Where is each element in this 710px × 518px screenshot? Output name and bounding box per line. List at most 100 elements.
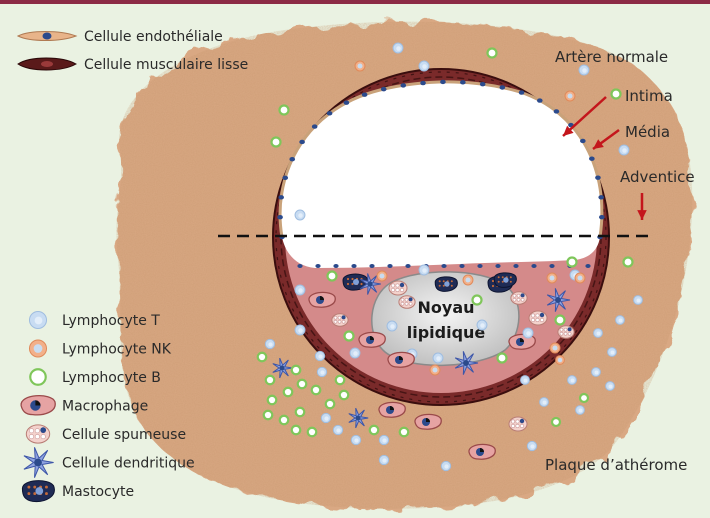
- endothelial-nucleus: [361, 92, 368, 97]
- t-lymphocyte: [332, 424, 344, 436]
- dendritic-cell: [348, 407, 369, 429]
- macrophage: [468, 443, 496, 460]
- foam-cell: [557, 325, 575, 339]
- cell-legend-item: Lymphocyte T: [28, 310, 160, 330]
- dendritic-cell: [454, 351, 479, 375]
- b-lymphocyte: [264, 374, 276, 386]
- endothelial-nucleus: [400, 83, 407, 88]
- nk-lymphocyte: [564, 90, 576, 102]
- b-lymphocyte: [278, 414, 290, 426]
- t-lymphocyte: [350, 434, 362, 446]
- b-lymphocyte: [306, 426, 318, 438]
- cell-legend-label: Mastocyte: [62, 484, 134, 500]
- intima-arrow-icon: [562, 96, 607, 137]
- cell-legend-item: Mastocyte: [21, 480, 134, 503]
- t-lymphocyte: [539, 397, 549, 407]
- b-lymphocyte: [310, 384, 322, 396]
- cell-legend-label: Macrophage: [62, 399, 148, 415]
- endothelial-nucleus: [289, 157, 296, 162]
- endothelial-nucleus: [297, 264, 303, 268]
- b-lymphocyte: [262, 409, 274, 421]
- endothelial-nucleus: [441, 264, 447, 268]
- nk-lymphocyte: [546, 272, 558, 284]
- t-lymphocyte: [618, 144, 630, 156]
- normal-lumen: [280, 81, 602, 237]
- cell-legend-item: Lymphocyte NK: [28, 339, 172, 358]
- cell-legend-label: Lymphocyte T: [62, 313, 160, 329]
- t-lymphocyte: [264, 338, 276, 350]
- narrowed-lumen: [282, 237, 600, 268]
- plaque-label: Plaque d’athérome: [545, 456, 687, 474]
- endothelial-nucleus: [420, 80, 426, 86]
- t-lymphocyte: [314, 350, 326, 362]
- endothelial-nucleus: [299, 139, 305, 145]
- b-lymphocyte: [290, 424, 302, 436]
- media-label: Média: [625, 123, 670, 141]
- b-lymphocyte: [554, 314, 566, 326]
- foam-cell-icon: [25, 424, 51, 444]
- macrophage: [358, 331, 386, 348]
- t-lymphocyte: [320, 412, 332, 424]
- endothelial-nucleus: [595, 175, 601, 180]
- nk-lymphocyte-icon: [28, 339, 48, 358]
- b-lymphocyte: [368, 424, 380, 436]
- cell-legend-label: Cellule dendritique: [62, 456, 195, 472]
- endothelial-nucleus: [513, 264, 519, 268]
- t-lymphocyte: [476, 319, 488, 331]
- macrophage: [414, 413, 442, 430]
- t-lymphocyte: [386, 320, 398, 332]
- endothelial-nucleus: [536, 98, 543, 103]
- endothelial-nucleus: [405, 264, 411, 268]
- endothelial-cell-icon: [16, 31, 78, 41]
- dendritic-cell: [272, 357, 293, 379]
- macrophage: [387, 351, 415, 368]
- nk-lymphocyte: [429, 364, 441, 376]
- t-lymphocyte: [605, 381, 615, 391]
- endothelial-nucleus: [380, 86, 387, 92]
- endothelial-nucleus: [499, 85, 506, 90]
- nk-lymphocyte: [555, 355, 565, 365]
- endothelial-nucleus: [585, 264, 591, 268]
- endothelial-nucleus: [531, 264, 537, 268]
- b-lymphocyte: [334, 374, 346, 386]
- t-lymphocyte: [378, 454, 390, 466]
- t-lymphocyte: [392, 42, 404, 54]
- macrophage-icon: [20, 395, 56, 416]
- cell-legend-label: Cellule spumeuse: [62, 427, 186, 443]
- endothelial-nucleus: [460, 80, 466, 85]
- b-lymphocyte: [296, 378, 308, 390]
- nk-lymphocyte: [354, 60, 366, 72]
- mast-cell-icon: [21, 480, 55, 503]
- b-lymphocyte: [326, 270, 338, 282]
- endothelial-nucleus: [277, 214, 283, 220]
- adventitia-arrow-icon: [637, 193, 647, 220]
- b-lymphocyte: [256, 351, 268, 363]
- b-lymphocyte: [471, 294, 483, 306]
- t-lymphocyte: [440, 460, 452, 472]
- b-lymphocyte: [290, 364, 302, 376]
- dendritic-cell: [546, 288, 571, 312]
- endothelial-nucleus: [440, 79, 446, 85]
- b-lymphocyte: [622, 256, 634, 268]
- endothelium-lining: [278, 80, 604, 238]
- adventitia-label: Adventice: [620, 168, 695, 186]
- endothelial-nucleus: [282, 175, 289, 181]
- lipid-core: Noyau lipidique: [371, 271, 520, 366]
- t-lymphocyte: [633, 295, 643, 305]
- endothelial-nucleus: [518, 90, 525, 95]
- t-lymphocyte: [575, 405, 585, 415]
- b-lymphocyte: [324, 398, 336, 410]
- b-lymphocyte-icon: [29, 368, 47, 386]
- core-label-line1: Noyau: [418, 298, 475, 317]
- cell-legend-item: Cellule dendritique: [23, 447, 195, 478]
- foam-cell: [510, 291, 528, 305]
- mast-cell: [493, 272, 517, 288]
- endothelial-nucleus: [553, 109, 560, 114]
- t-lymphocyte: [294, 284, 306, 296]
- b-lymphocyte: [566, 256, 578, 268]
- t-lymphocyte: [578, 64, 590, 76]
- mast-cell: [434, 276, 458, 292]
- dendritic-cell: [360, 273, 381, 295]
